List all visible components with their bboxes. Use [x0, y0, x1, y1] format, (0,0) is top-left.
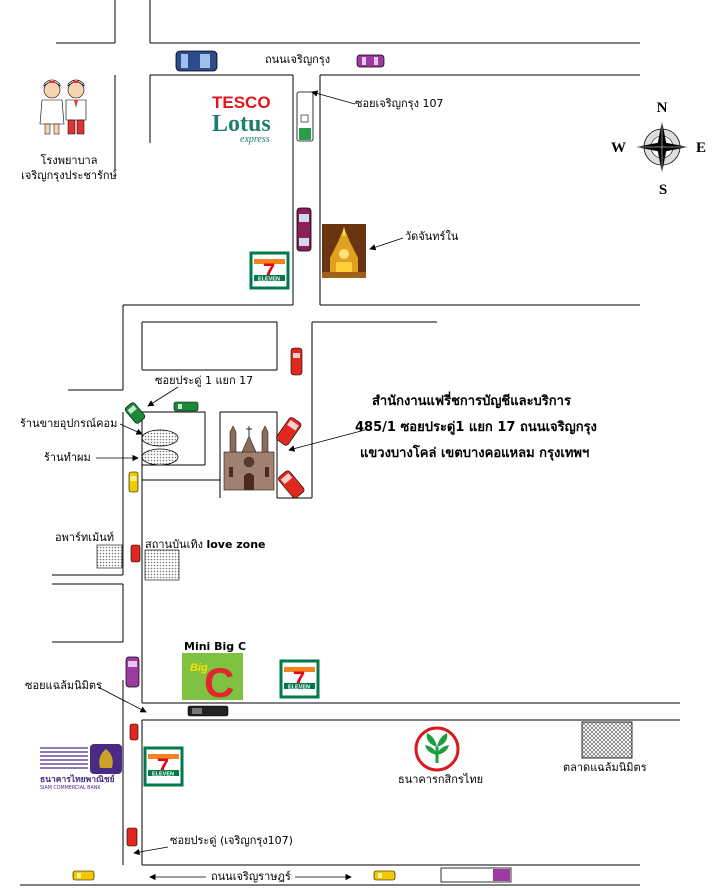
compass-s: S	[659, 182, 667, 198]
hospital-staff-icon	[39, 79, 87, 135]
compass-n: N	[657, 100, 668, 116]
car-icon	[128, 471, 139, 493]
svg-text:Big: Big	[190, 662, 208, 674]
big-c-logo: Big C	[182, 653, 243, 706]
car-icon	[278, 470, 305, 499]
office-address-1: 485/1 ซอยประดู่1 แยก 17 ถนนเจริญกรุง	[355, 420, 597, 435]
market-label: ตลาดแฉล้มนิมิตร	[563, 761, 647, 774]
entertainment-label: สถานบันเทิง love zone	[145, 538, 266, 552]
office-title: สำนักงานแฟรี่ชการบัญชีและบริการ	[372, 394, 571, 409]
car-icon	[126, 827, 138, 847]
market-marker	[581, 721, 633, 759]
electronics-shop-marker	[141, 429, 179, 447]
kasikorn-logo	[414, 726, 460, 772]
car-icon	[296, 91, 314, 142]
car-icon	[129, 723, 139, 741]
church-icon	[223, 425, 275, 491]
car-icon	[276, 417, 302, 446]
barber-label: ร้านทำผม	[44, 451, 91, 464]
scb-logo: ธนาคารไทยพาณิชย์ SIAM COMMERCIAL BANK	[40, 744, 122, 791]
svg-text:C: C	[204, 659, 234, 706]
car-icon	[296, 207, 312, 252]
road-label-charoenrat: ถนนเจริญราษฎร์	[211, 870, 291, 883]
seven-eleven-logo: 7 ELEVEN	[143, 746, 184, 787]
car-icon	[373, 870, 396, 881]
car-icon	[440, 867, 512, 883]
soi-pradoo-1-label: ซอยประดู่ 1 แยก 17	[155, 374, 254, 387]
hospital-label-1: โรงพยาบาล	[40, 154, 98, 167]
car-icon	[124, 402, 146, 424]
car-icon	[187, 705, 229, 717]
apartment-marker	[96, 544, 123, 569]
electronics-shop-label: ร้านขายอุปกรณ์คอม	[20, 417, 118, 430]
kasikorn-label: ธนาคารกสิกรไทย	[398, 773, 484, 786]
svg-text:Lotus: Lotus	[212, 111, 271, 137]
compass-e: E	[696, 140, 706, 156]
office-address-2: แขวงบางโคล่ เขตบางคอแหลม กรุงเทพฯ	[360, 446, 590, 461]
tesco-lotus-logo: TESCO Lotus express	[212, 93, 271, 145]
car-icon	[72, 870, 95, 881]
seven-eleven-logo: 7 ELEVEN	[279, 659, 320, 699]
svg-text:ELEVEN: ELEVEN	[288, 685, 310, 691]
car-icon	[175, 50, 218, 72]
car-icon	[130, 544, 141, 563]
soi-chaem-label: ซอยแฉล้มนิมิตร	[25, 679, 102, 692]
entertainment-prefix: สถานบันเทิง	[145, 538, 203, 551]
car-icon	[125, 656, 140, 688]
love-zone-marker	[144, 549, 180, 581]
svg-text:ELEVEN: ELEVEN	[258, 277, 280, 283]
soi-pradoo-107-label: ซอยประดู่ (เจริญกรุง107)	[170, 834, 293, 847]
seven-eleven-logo: 7 ELEVEN	[249, 251, 290, 290]
svg-text:TESCO: TESCO	[212, 93, 271, 112]
apartment-label: อพาร์ทเม้นท์	[55, 531, 114, 544]
mini-bigc-label: Mini Big C	[184, 640, 247, 653]
entertainment-name: love zone	[206, 538, 266, 551]
svg-text:ELEVEN: ELEVEN	[152, 772, 174, 778]
compass-w: W	[611, 140, 626, 156]
svg-text:SIAM COMMERCIAL BANK: SIAM COMMERCIAL BANK	[40, 785, 101, 791]
car-icon	[173, 401, 199, 412]
road-label-charoenkrung: ถนนเจริญกรุง	[265, 53, 331, 66]
temple-label: วัดจันทร์ใน	[405, 230, 459, 243]
road-lines	[20, 0, 680, 886]
car-icon	[356, 54, 385, 68]
hospital-label-2: เจริญกรุงประชารักษ์	[21, 169, 117, 182]
svg-text:express: express	[240, 134, 270, 145]
car-icon	[290, 347, 303, 376]
arrow-icon	[96, 90, 404, 881]
barber-shop-marker	[141, 448, 179, 466]
soi-107-label: ซอยเจริญกรุง 107	[355, 97, 444, 110]
svg-text:ธนาคารไทยพาณิชย์: ธนาคารไทยพาณิชย์	[40, 774, 115, 785]
temple-icon	[322, 224, 366, 278]
compass-rose-icon	[636, 121, 688, 173]
